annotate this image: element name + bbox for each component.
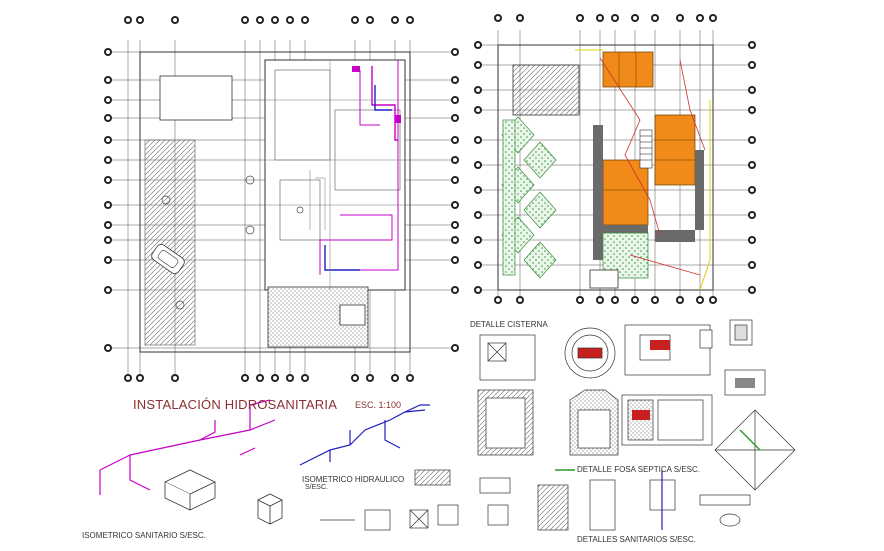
detail-fosa-septica-label: DETALLE FOSA SEPTICA S/ESC.: [577, 465, 701, 474]
ground-floor-plan: [104, 16, 459, 382]
isometric-sanitary-label: ISOMETRICO SANITARIO S/ESC.: [82, 531, 206, 540]
isometric-drawings: [99, 399, 511, 531]
car-icon: [151, 244, 185, 274]
isometric-hydraulic-label: ISOMETRICO HIDRAULICO: [302, 475, 405, 484]
garden-strip: [502, 119, 516, 276]
detail-cisterna-label: DETALLE CISTERNA: [470, 320, 548, 329]
garden-hatch: [523, 141, 557, 179]
drawing-scale: ESC. 1:100: [355, 400, 402, 410]
drawing-title: INSTALACIÓN HIDROSANITARIA: [133, 397, 338, 412]
garden-hatch: [523, 191, 557, 229]
garden-hatch: [523, 241, 557, 279]
detail-drawings: [477, 319, 796, 531]
isometric-hydraulic-scale: S/ESC.: [305, 484, 328, 491]
detail-sanitary-label: DETALLES SANITARIOS S/ESC.: [577, 535, 696, 544]
upper-floor-plan: [474, 14, 756, 304]
